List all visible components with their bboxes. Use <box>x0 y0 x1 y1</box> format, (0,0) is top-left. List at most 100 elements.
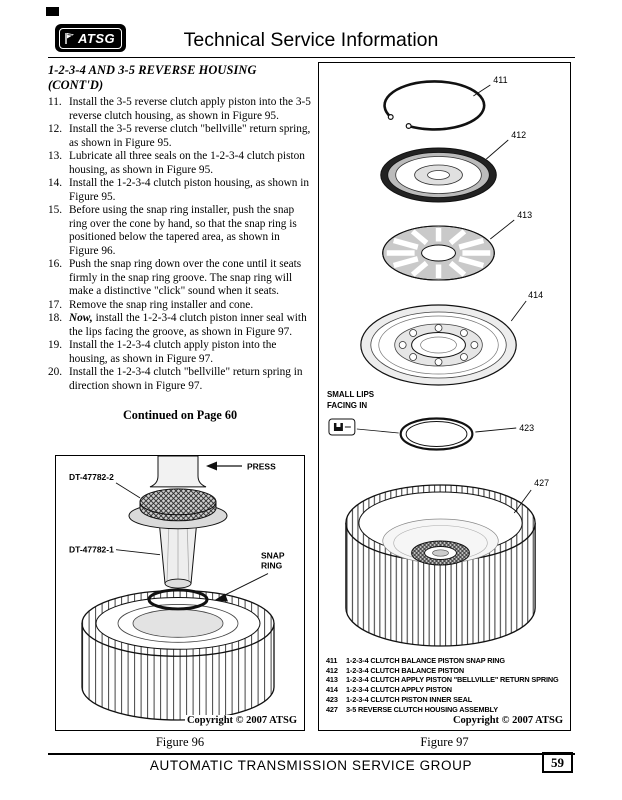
leader-411 <box>473 84 491 97</box>
step-number: 11. <box>48 96 62 108</box>
snap-ring-label-line1: SNAP <box>261 551 285 561</box>
installer-tool <box>128 488 228 530</box>
tool2-leader <box>115 482 141 499</box>
callout-413: 413 <box>517 210 532 220</box>
atsg-flag-icon <box>65 32 74 44</box>
header-rule <box>48 57 575 59</box>
leader-414 <box>510 300 527 322</box>
step-text: Now, install the 1-2-3-4 clutch piston i… <box>69 312 307 338</box>
callout-427: 427 <box>534 478 549 488</box>
legend-description: 1-2-3-4 CLUTCH APPLY PISTON "BELLVILLE" … <box>346 675 559 685</box>
step-item: 18. Now, install the 1-2-3-4 clutch pisto… <box>48 312 312 339</box>
legend-description: 1-2-3-4 CLUTCH BALANCE PISTON SNAP RING <box>346 656 505 665</box>
legend-row: 412 1-2-3-4 CLUTCH BALANCE PISTON <box>326 666 568 676</box>
snap-ring-arrow-icon <box>214 573 269 602</box>
press-ram <box>149 456 207 488</box>
page-title: Technical Service Information <box>183 29 439 51</box>
atsg-logo-frame: ATSG <box>59 27 122 49</box>
atsg-logo-text: ATSG <box>78 30 116 46</box>
leader-412 <box>486 139 509 160</box>
part-414-apply-piston <box>360 304 517 386</box>
step-number: 20. <box>48 366 63 378</box>
legend-number: 412 <box>326 665 338 675</box>
figure-96-copyright: Copyright © 2007 ATSG <box>184 715 297 726</box>
legend-row: 423 1-2-3-4 CLUTCH PISTON INNER SEAL <box>326 695 568 705</box>
article-heading: 1-2-3-4 AND 3-5 REVERSE HOUSING (CONT'D) <box>48 63 257 92</box>
step-item: 14. Install the 1-2-3-4 clutch piston hou… <box>48 177 312 204</box>
leader-423 <box>475 427 517 433</box>
step-item: 13. Lubricate all three seals on the 1-2-… <box>48 150 312 177</box>
figure-96-drawing: PRESS DT-47782-2 DT-47782-1 SNAP RING <box>69 456 285 721</box>
callout-423: 423 <box>519 423 534 433</box>
step-text: Install the 1-2-3-4 clutch apply piston … <box>69 339 277 365</box>
step-number: 16. <box>48 258 63 270</box>
part-413-bellville-return-spring <box>382 225 495 281</box>
part-411-balance-piston-snap-ring <box>383 80 486 131</box>
figure-97-caption: Figure 97 <box>420 735 469 749</box>
step-number: 18. <box>48 312 63 324</box>
part-427-reverse-clutch-housing <box>345 484 536 647</box>
part-423-piston-inner-seal <box>399 417 474 451</box>
step-item: 16. Push the snap ring down over the cone… <box>48 258 312 299</box>
step-text: Remove the snap ring installer and cone. <box>69 298 254 311</box>
legend-number: 413 <box>326 675 338 685</box>
small-lips-label-line1: SMALL LIPS <box>327 390 374 399</box>
snap-ring-label-line2: RING <box>261 561 283 571</box>
legend-number: 414 <box>326 685 338 695</box>
step-number: 15. <box>48 204 63 216</box>
legend-number: 411 <box>326 656 338 665</box>
legend-row: 411 1-2-3-4 CLUTCH BALANCE PISTON SNAP RI… <box>326 656 568 666</box>
callout-411: 411 <box>493 75 507 85</box>
step-text: Install the 1-2-3-4 clutch "bellville" r… <box>69 366 303 392</box>
seal-orientation-icon <box>328 418 356 436</box>
tool1-leader <box>115 549 161 556</box>
instructions-article: 1-2-3-4 AND 3-5 REVERSE HOUSING (CONT'D)… <box>48 63 312 423</box>
figure-96: PRESS DT-47782-2 DT-47782-1 SNAP RING Co… <box>55 455 305 731</box>
step-text: Push the snap ring down over the cone un… <box>69 258 302 297</box>
step-number: 14. <box>48 177 63 189</box>
callout-412: 412 <box>511 130 526 140</box>
footer-rule <box>48 753 575 755</box>
step-item: 11. Install the 3-5 reverse clutch apply … <box>48 96 312 123</box>
installer-cone <box>158 519 198 589</box>
continued-note: Continued on Page 60 <box>122 408 238 422</box>
press-label: PRESS <box>247 461 276 471</box>
step-number: 19. <box>48 339 63 351</box>
press-arrow-icon <box>206 461 242 471</box>
parts-legend: 411 1-2-3-4 CLUTCH BALANCE PISTON SNAP RI… <box>326 656 568 714</box>
step-text: Before using the snap ring installer, pu… <box>69 204 297 257</box>
legend-description: 1-2-3-4 CLUTCH BALANCE PISTON <box>346 665 464 675</box>
clutch-drum <box>81 589 275 721</box>
step-text: Install the 3-5 reverse clutch "bellvill… <box>69 123 311 149</box>
step-item: 17. Remove the snap ring installer and co… <box>48 299 312 313</box>
page-number-box: 59 <box>542 752 573 773</box>
figure-97: 411 412 <box>318 62 571 731</box>
figure-97-copyright: Copyright © 2007 ATSG <box>450 715 563 726</box>
step-item: 12. Install the 3-5 reverse clutch "bellv… <box>48 123 312 150</box>
part-412-balance-piston <box>380 147 497 203</box>
step-number: 17. <box>48 298 63 311</box>
atsg-logo: ATSG <box>55 24 126 52</box>
legend-row: 413 1-2-3-4 CLUTCH APPLY PISTON "BELLVILL… <box>326 675 568 685</box>
callout-414: 414 <box>528 290 543 300</box>
step-text: Install the 1-2-3-4 clutch piston housin… <box>69 177 310 203</box>
step-text: Lubricate all three seals on the 1-2-3-4… <box>69 150 305 176</box>
legend-description: 1-2-3-4 CLUTCH PISTON INNER SEAL <box>346 694 473 704</box>
step-text: Install the 3-5 reverse clutch apply pis… <box>69 96 311 122</box>
legend-number: 423 <box>326 694 338 704</box>
leader-413 <box>490 219 515 240</box>
leader-427 <box>513 489 532 514</box>
snap-ring-part <box>147 588 209 611</box>
legend-description: 3-5 REVERSE CLUTCH HOUSING ASSEMBLY <box>346 704 498 714</box>
footer-title: AUTOMATIC TRANSMISSION SERVICE GROUP <box>149 758 473 773</box>
figure-97-drawing: 411 412 <box>327 75 549 647</box>
tool2-label: DT-47782-2 <box>69 472 114 482</box>
step-item: 20. Install the 1-2-3-4 clutch "bellville… <box>48 366 312 393</box>
scan-corner-mark <box>46 7 59 16</box>
step-number: 13. <box>48 150 63 162</box>
step-number: 12. <box>48 123 63 135</box>
figure-96-caption: Figure 96 <box>155 735 205 749</box>
